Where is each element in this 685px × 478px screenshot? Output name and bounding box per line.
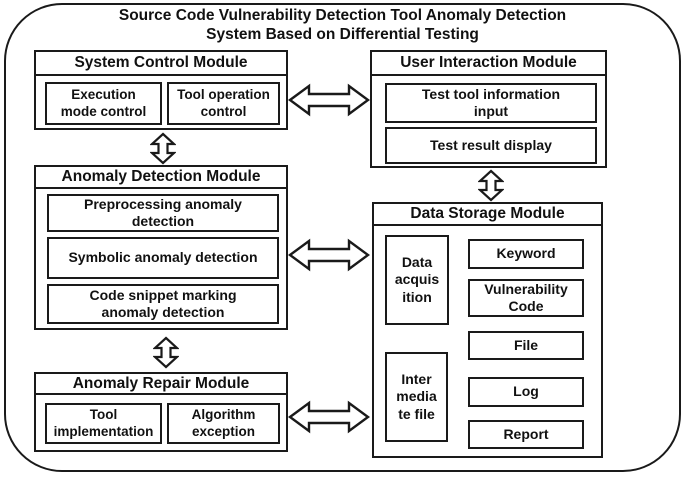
file-box: File [468,331,584,360]
log-box: Log [468,377,584,407]
anomaly-detection-module-title: Anomaly Detection Module [36,167,286,189]
report-box: Report [468,420,584,449]
user-interaction-module: User Interaction Module Test tool inform… [370,50,607,168]
double-arrow-horizontal-icon [288,237,370,273]
tool-operation-control-box: Tool operation control [167,82,280,125]
data-acquisition-box: Data acquis ition [385,235,449,325]
double-arrow-vertical-icon [150,132,176,165]
double-arrow-vertical-icon [478,169,504,202]
preprocessing-anomaly-detection-box: Preprocessing anomaly detection [47,194,279,232]
keyword-box: Keyword [468,239,584,269]
tool-implementation-box: Tool implementation [45,403,162,444]
test-result-display-box: Test result display [385,127,597,164]
test-tool-information-input-box: Test tool information input [385,83,597,123]
code-snippet-marking-anomaly-detection-box: Code snippet marking anomaly detection [47,284,279,324]
system-control-module-title: System Control Module [36,52,286,76]
system-control-module: System Control Module Execution mode con… [34,50,288,130]
user-interaction-module-title: User Interaction Module [372,52,605,76]
data-storage-module: Data Storage Module Data acquis ition In… [372,202,603,458]
algorithm-exception-box: Algorithm exception [167,403,280,444]
data-storage-module-title: Data Storage Module [374,204,601,226]
symbolic-anomaly-detection-box: Symbolic anomaly detection [47,237,279,279]
double-arrow-vertical-icon [153,336,179,369]
vulnerability-code-box: Vulnerability Code [468,279,584,317]
anomaly-repair-module-title: Anomaly Repair Module [36,374,286,395]
double-arrow-horizontal-icon [288,82,370,118]
anomaly-repair-module: Anomaly Repair Module Tool implementatio… [34,372,288,452]
intermediate-file-box: Inter media te file [385,352,448,442]
double-arrow-horizontal-icon [288,399,370,435]
anomaly-detection-module: Anomaly Detection Module Preprocessing a… [34,165,288,330]
execution-mode-control-box: Execution mode control [45,82,162,125]
diagram-title: Source Code Vulnerability Detection Tool… [118,7,567,43]
